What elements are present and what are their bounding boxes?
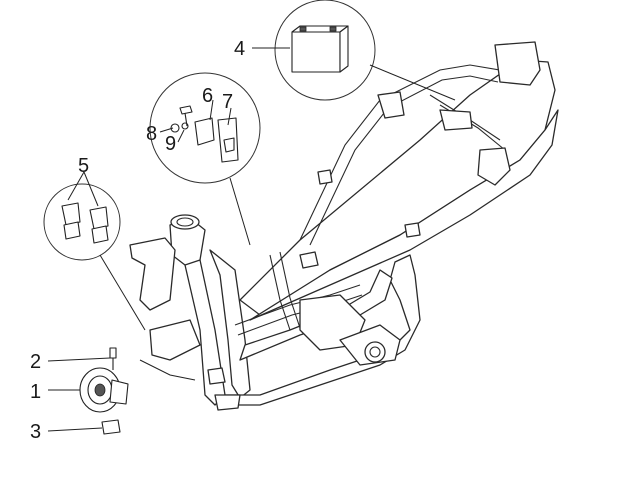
mounts-detail-bubble [43, 183, 146, 331]
callout-2: 2 [30, 351, 41, 373]
callout-4: 4 [234, 38, 245, 60]
callout-7: 7 [222, 91, 233, 113]
battery-icon [291, 25, 349, 73]
horn-group [79, 347, 196, 435]
scooter-frame [129, 41, 559, 411]
mount-right-icon [89, 206, 109, 244]
bracket-icon [217, 117, 239, 163]
callout-5: 5 [78, 155, 89, 177]
leader-lines [47, 47, 290, 432]
bolt-icon [179, 105, 193, 127]
bracket-detail-bubble [149, 72, 261, 246]
battery-detail-bubble [274, 0, 456, 101]
callout-numbers: 4 5 6 7 8 9 2 1 3 [30, 38, 245, 443]
callout-9: 9 [165, 133, 176, 155]
callout-8: 8 [146, 123, 157, 145]
horn-bracket-icon [101, 419, 121, 435]
rubber-mount-icon [194, 117, 215, 146]
callout-1: 1 [30, 381, 41, 403]
horn-bolt-icon [109, 347, 117, 370]
mount-left-icon [61, 202, 81, 240]
callout-6: 6 [202, 85, 213, 107]
callout-3: 3 [30, 421, 41, 443]
horn-icon [79, 367, 129, 413]
